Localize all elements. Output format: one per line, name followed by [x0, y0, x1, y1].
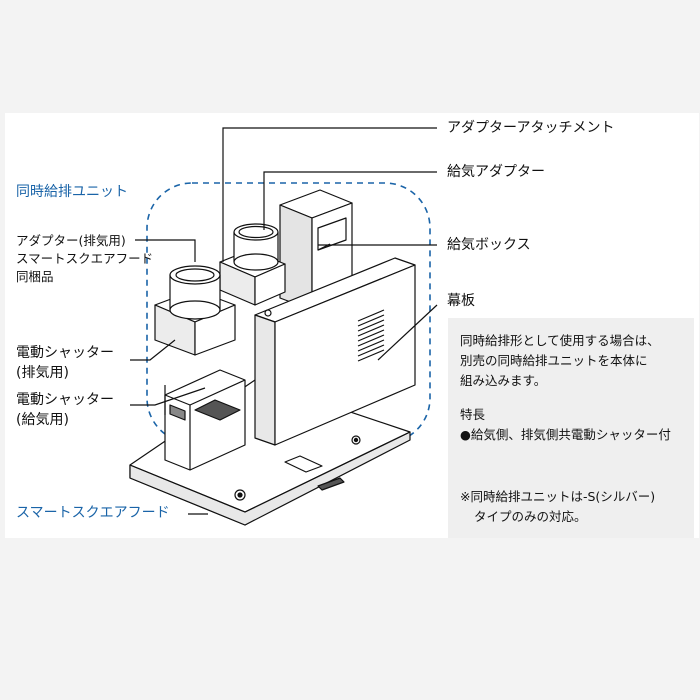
label-exhaust-adapter-line2: スマートスクエアフード	[16, 251, 154, 266]
info-box: 同時給排形として使用する場合は、 別売の同時給排ユニットを本体に 組み込みます。…	[448, 318, 694, 538]
label-shutter-exhaust-line2: (排気用)	[16, 365, 69, 381]
vent-slots	[357, 309, 385, 362]
label-supply-adapter: 給気アダプター	[447, 164, 545, 180]
label-exhaust-adapter: アダプター(排気用) スマートスクエアフード 同梱品	[16, 232, 153, 286]
info-line-1: 同時給排形として使用する場合は、	[460, 333, 660, 348]
info-line-3: 組み込みます。	[460, 373, 547, 388]
label-shutter-supply: 電動シャッター (給気用)	[16, 390, 114, 430]
leader-shutter-exhaust	[130, 339, 176, 361]
label-exhaust-adapter-line3: 同梱品	[16, 269, 54, 284]
label-smart-square-hood: スマートスクエアフード	[16, 505, 170, 521]
leader-adapter-attachment	[222, 127, 437, 262]
label-adapter-attachment: アダプターアタッチメント	[447, 120, 615, 136]
leader-shutter-supply	[130, 387, 206, 406]
leader-exhaust-adapter	[135, 239, 196, 262]
simultaneous-unit-boundary	[146, 182, 431, 444]
label-simultaneous-unit: 同時給排ユニット	[16, 184, 128, 200]
note-line-2: タイプのみの対応。	[474, 509, 587, 524]
info-line-2: 別売の同時給排ユニットを本体に	[460, 353, 648, 368]
feature-title: 特長	[460, 407, 486, 422]
label-curtain-plate: 幕板	[447, 293, 475, 309]
label-shutter-exhaust-line1: 電動シャッター	[16, 345, 114, 361]
leader-supply-adapter	[263, 171, 437, 230]
label-supply-box: 給気ボックス	[447, 237, 531, 253]
note-line-1: ※同時給排ユニットは-S(シルバー)	[460, 489, 656, 504]
label-exhaust-adapter-line1: アダプター(排気用)	[16, 233, 126, 248]
label-shutter-exhaust: 電動シャッター (排気用)	[16, 343, 114, 383]
feature-item: ●給気側、排気側共電動シャッター付	[460, 427, 671, 442]
label-shutter-supply-line1: 電動シャッター	[16, 392, 114, 408]
leader-curtain-plate	[377, 304, 438, 361]
label-shutter-supply-line2: (給気用)	[16, 412, 69, 428]
